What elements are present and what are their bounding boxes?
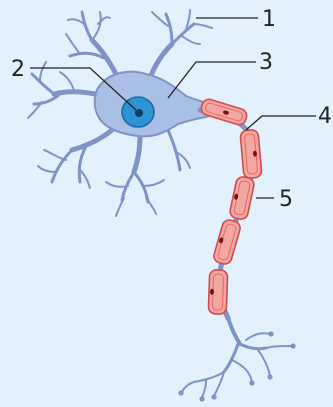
leader-line-4 xyxy=(246,116,316,130)
myelin-segment xyxy=(229,176,255,221)
myelin-segment xyxy=(240,129,262,178)
label-2: 2 xyxy=(11,57,25,82)
myelin-sheath xyxy=(200,98,262,315)
label-3: 3 xyxy=(259,50,273,75)
label-5: 5 xyxy=(279,187,293,212)
label-1: 1 xyxy=(262,7,276,32)
axon-terminals xyxy=(182,318,292,398)
myelin-segment xyxy=(200,98,249,127)
myelin-segment xyxy=(212,218,241,265)
myelin-segment xyxy=(208,270,228,315)
label-4: 4 xyxy=(318,104,332,129)
nucleolus xyxy=(135,109,143,117)
